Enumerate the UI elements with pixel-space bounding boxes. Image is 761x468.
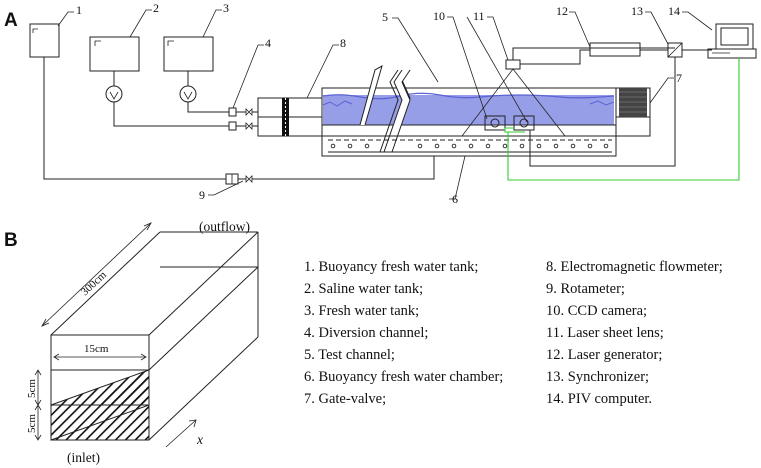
callout-12: 12 (556, 4, 568, 18)
laser-generator (589, 42, 641, 57)
electromagnetic-flowmeter (228, 107, 237, 117)
synchronizer (667, 42, 683, 58)
legend-right: 8. Electromagnetic flowmeter; 9. Rotamet… (546, 259, 723, 407)
panel-a: A (4, 1, 757, 206)
buoyancy-fresh-water-chamber (321, 135, 617, 157)
legend-item: 14. PIV computer. (546, 391, 652, 407)
callout-9: 9 (199, 188, 205, 202)
callout-8: 8 (340, 36, 346, 50)
fresh-water-tank (163, 36, 214, 72)
channel-3d-sketch (34, 222, 259, 448)
legend-item: 11. Laser sheet lens; (546, 325, 664, 341)
callout-6: 6 (452, 192, 458, 206)
legend-item: 2. Saline water tank; (304, 281, 423, 297)
callout-7: 7 (676, 71, 682, 85)
saline-water-tank (89, 36, 140, 72)
callout-5: 5 (382, 10, 388, 24)
signal-line (507, 58, 740, 181)
laser-sheet-lens (505, 59, 521, 70)
legend-item: 5. Test channel; (304, 347, 395, 363)
ccd-camera-1 (484, 115, 506, 131)
chamber-holes (330, 143, 609, 149)
legend-left: 1. Buoyancy fresh water tank; 2. Saline … (304, 259, 503, 407)
callout-4: 4 (265, 36, 271, 50)
callout-3: 3 (223, 1, 229, 15)
legend-item: 8. Electromagnetic flowmeter; (546, 259, 723, 275)
legend-item: 4. Diversion channel; (304, 325, 428, 341)
outflow-label: (outflow) (199, 219, 250, 234)
legend-item: 6. Buoyancy fresh water chamber; (304, 369, 503, 385)
callout-10: 10 (433, 9, 445, 23)
callout-1: 1 (76, 3, 82, 17)
callout-2: 2 (153, 1, 159, 15)
valve-icon (245, 175, 253, 183)
x-axis-label: x (196, 432, 203, 447)
height-dimension-top: 5cm (26, 379, 38, 398)
legend-item: 10. CCD camera; (546, 303, 647, 319)
callout-14: 14 (668, 4, 680, 18)
legend-item: 3. Fresh water tank; (304, 303, 419, 319)
panel-a-letter: A (4, 10, 18, 31)
legend-item: 7. Gate-valve; (304, 391, 386, 407)
piv-computer (707, 23, 757, 59)
panel-b: B (4, 219, 723, 465)
callout-13: 13 (631, 4, 643, 18)
valve-icon (245, 122, 253, 130)
inlet-label: (inlet) (67, 450, 100, 465)
legend-item: 1. Buoyancy fresh water tank; (304, 259, 478, 275)
electromagnetic-flowmeter (228, 121, 237, 131)
legend-item: 9. Rotameter; (546, 281, 625, 297)
legend-item: 13. Synchronizer; (546, 369, 649, 385)
valve-icon (245, 108, 253, 116)
height-dimension-bottom: 5cm (26, 414, 38, 433)
callout-11: 11 (473, 9, 485, 23)
panel-b-letter: B (4, 230, 18, 251)
width-dimension: 15cm (84, 343, 109, 355)
legend-item: 12. Laser generator; (546, 347, 662, 363)
diversion-channel (257, 97, 323, 137)
